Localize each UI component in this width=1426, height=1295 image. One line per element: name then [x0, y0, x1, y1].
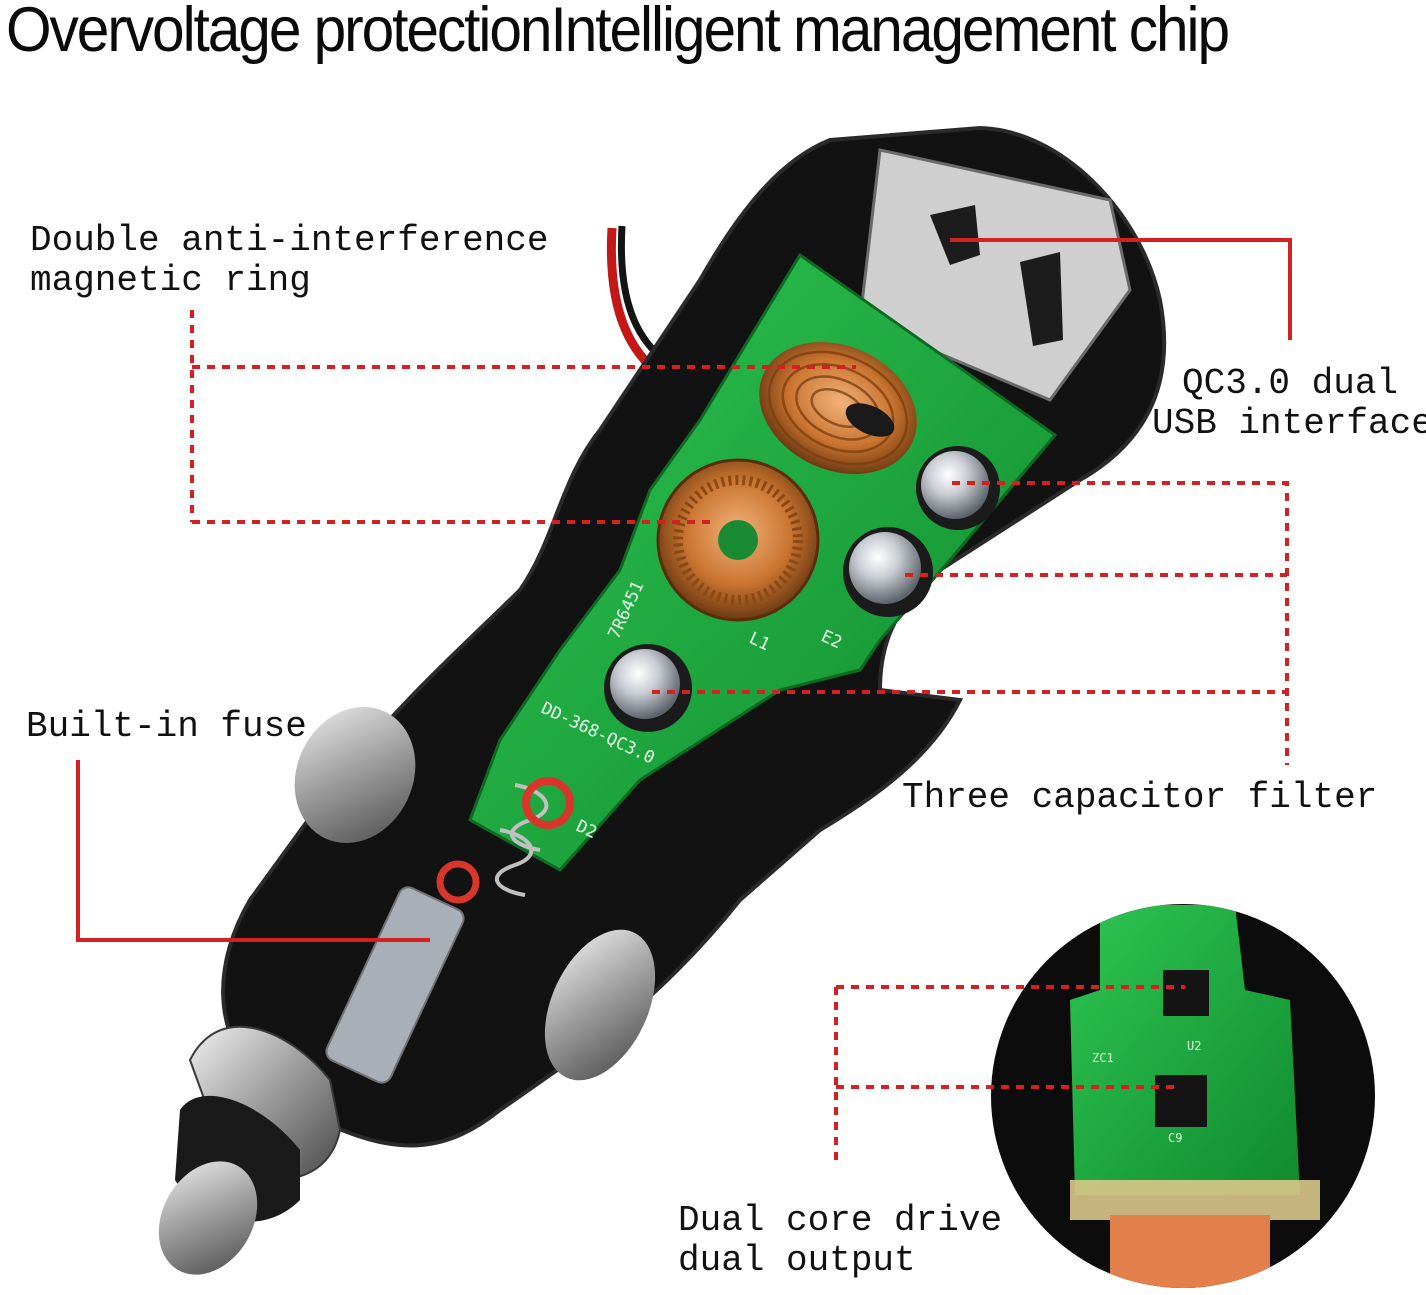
capacitor-filter-leader — [652, 481, 1289, 765]
dual-core-label: Dual core drive dual output — [678, 1201, 1002, 1281]
magnetic-ring-label-line2: magnetic ring — [30, 260, 311, 301]
inset-ref-c9: C9 — [1168, 1131, 1182, 1145]
magnetic-ring-leader — [190, 310, 856, 524]
dual-core-leader — [834, 985, 1185, 1165]
coil-inductor — [759, 341, 917, 475]
usb-interface-label: QC3.0 dual USB interface — [1152, 363, 1426, 444]
magnetic-ring-label: Double anti-interference magnetic ring — [30, 221, 548, 301]
chip-closeup-inset: U2 ZC1 C9 — [991, 904, 1375, 1288]
usb-interface-label-line1: QC3.0 dual — [1182, 363, 1399, 404]
usb-interface-label-line2: USB interface — [1152, 403, 1426, 444]
inset-ref-zc1: ZC1 — [1092, 1051, 1114, 1065]
fuse-label: Built-in fuse — [26, 707, 307, 747]
side-contact-spring — [294, 706, 656, 1081]
inset-ref-u2: U2 — [1187, 1039, 1201, 1053]
dual-core-label-line1: Dual core drive — [678, 1200, 1003, 1241]
fuse-label-line1: Built-in fuse — [26, 706, 307, 747]
headline-title: Overvoltage protectionIntelligent manage… — [6, 0, 1230, 65]
capacitor-filter-label: Three capacitor filter — [902, 778, 1377, 818]
capacitor — [843, 527, 933, 617]
toroid-ring — [656, 458, 820, 622]
dual-core-label-line2: dual output — [678, 1240, 916, 1281]
fuse-leader — [76, 760, 430, 942]
usb-port — [858, 148, 1132, 402]
fuse-assembly — [325, 777, 574, 1084]
usb-interface-leader — [950, 238, 1292, 340]
capacitor — [604, 644, 692, 732]
capacitor-filter-label-line1: Three capacitor filter — [902, 777, 1378, 818]
magnetic-ring-label-line1: Double anti-interference — [30, 220, 549, 261]
charger-tip — [158, 1025, 342, 1275]
